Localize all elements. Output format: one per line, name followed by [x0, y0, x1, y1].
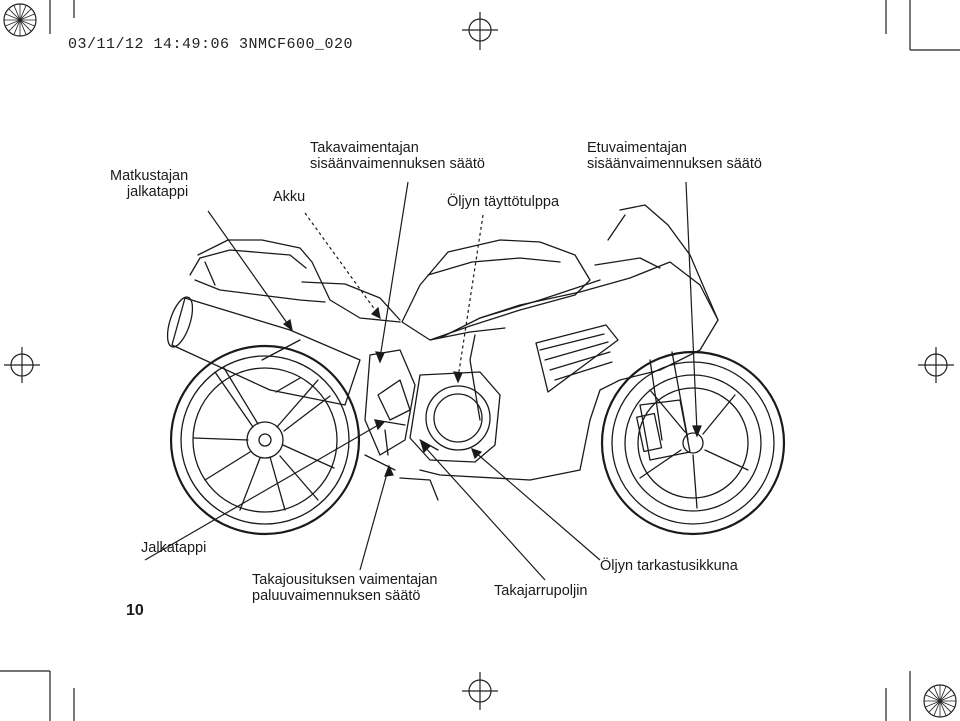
label-passenger-footpeg: Matkustajan jalkatappi — [110, 168, 189, 200]
footpeg-assembly — [364, 419, 439, 501]
arrow-head — [384, 464, 394, 477]
engine — [364, 349, 501, 463]
label-rear-suspension-rebound: Takajousituksen vaimentajan paluuvaimenn… — [252, 572, 438, 604]
label-rear-brake-pedal: Takajarrupoljin — [494, 583, 588, 599]
motorcycle-illustration — [166, 204, 786, 536]
crosshair-right — [918, 347, 954, 383]
leader-battery — [304, 212, 379, 315]
leader-oil-filler-cap — [457, 214, 484, 379]
arrow-head — [453, 371, 463, 384]
arrow-head — [375, 351, 385, 364]
fuel-tank — [401, 239, 601, 341]
arrow-head — [692, 425, 702, 438]
print-header: 03/11/12 14:49:06 3NMCF600_020 — [68, 36, 354, 53]
label-front-fork-compression: Etuvaimentajan sisäänvaimennuksen säätö — [587, 140, 762, 172]
registration-target-top-left — [3, 3, 37, 37]
label-oil-check-window: Öljyn tarkastusikkuna — [600, 558, 738, 574]
leader-lines — [144, 181, 702, 581]
label-battery: Akku — [273, 189, 306, 205]
label-oil-filler-cap: Öljyn täyttötulppa — [447, 194, 560, 210]
leader-passenger-footpeg — [207, 210, 293, 331]
leader-rear-shock-compression — [379, 181, 409, 359]
front-forks — [636, 351, 691, 461]
front-fairing — [419, 204, 719, 481]
arrow-head — [374, 419, 386, 431]
label-rear-shock-compression: Takavaimentajan sisäänvaimennuksen säätö — [310, 140, 485, 172]
rear-wheel — [169, 344, 361, 536]
leader-rear-brake-pedal — [423, 445, 546, 581]
arrow-head — [282, 319, 293, 332]
registration-target-bottom-right — [923, 684, 957, 718]
tail-section — [189, 239, 401, 323]
leader-front-fork-compression — [685, 181, 698, 433]
exhaust-muffler — [166, 296, 361, 406]
leader-oil-check-window — [474, 451, 601, 561]
arrow-head — [471, 448, 483, 460]
page-number: 10 — [126, 602, 144, 619]
crosshair-left — [4, 347, 40, 383]
leader-rear-suspension-rebound — [359, 469, 389, 571]
crosshair-bottom — [462, 672, 498, 710]
label-footpeg: Jalkatappi — [141, 540, 207, 556]
arrow-head — [370, 306, 381, 320]
arrow-head — [420, 440, 432, 454]
leader-footpeg — [144, 423, 381, 561]
front-wheel — [600, 350, 786, 536]
crosshair-top — [462, 12, 498, 50]
